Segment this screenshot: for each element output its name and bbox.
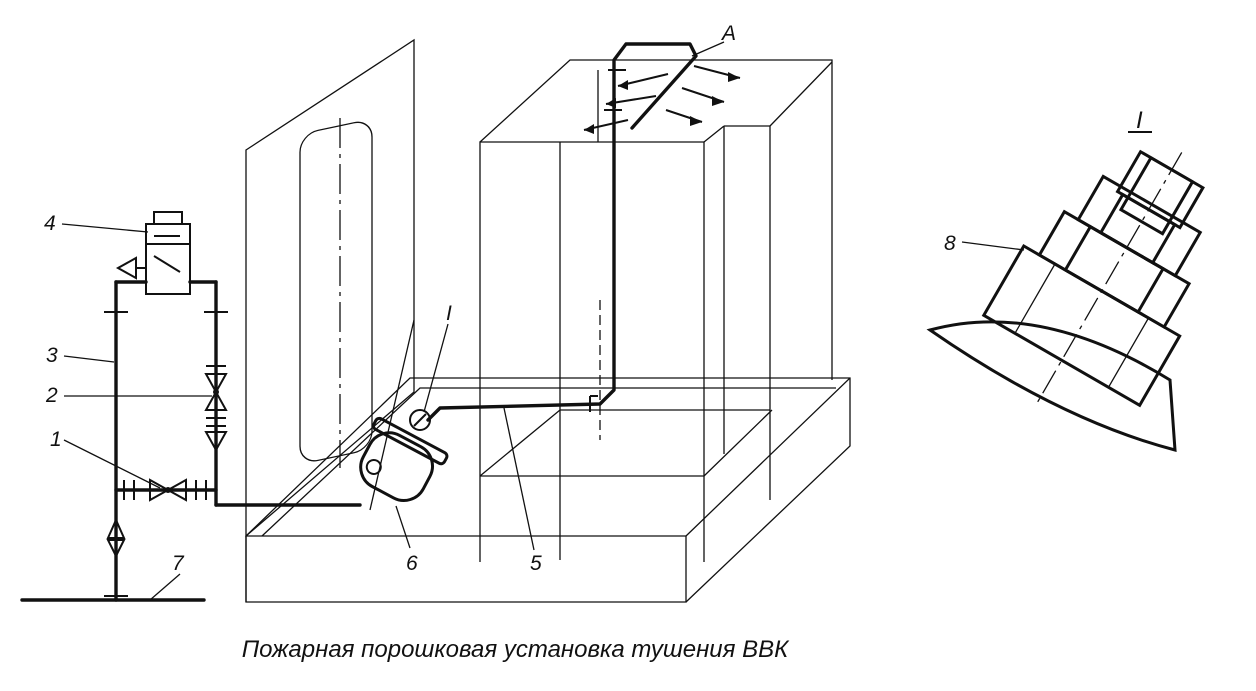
label-6: 6 [406, 552, 418, 575]
label-1: 1 [50, 428, 62, 451]
cabinet-block [479, 59, 833, 562]
label-7: 7 [172, 552, 185, 575]
distributor-4 [115, 211, 191, 295]
spray-arrows [583, 65, 741, 134]
label-5: 5 [530, 552, 542, 575]
powder-vessel-6 [359, 319, 449, 511]
door-panel [245, 38, 415, 538]
label-3: 3 [46, 344, 58, 367]
labels: 4 3 2 1 7 6 5 I A 8 I [44, 22, 1152, 601]
base-platform [245, 377, 851, 603]
label-2: 2 [45, 384, 58, 407]
discharge-pipe-5 [426, 42, 698, 422]
label-A: A [720, 22, 736, 45]
pipe-network [20, 280, 362, 602]
label-I-detail: I [1136, 107, 1143, 134]
label-I-main: I [446, 302, 452, 325]
label-8: 8 [944, 232, 956, 255]
detail-I [926, 149, 1205, 452]
figure-caption: Пожарная порошковая установка тушения ВВ… [241, 636, 789, 663]
label-4: 4 [44, 212, 56, 235]
